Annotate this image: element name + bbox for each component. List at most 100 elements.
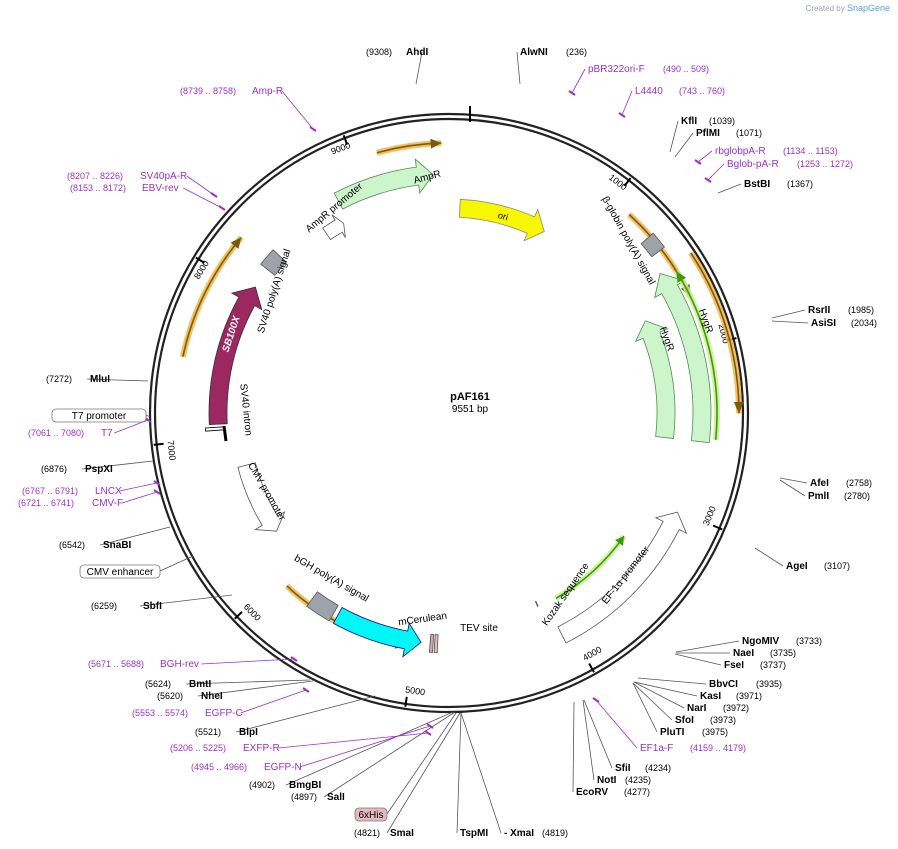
primer-egfpc[interactable]: EGFP-C (205, 708, 243, 719)
enzyme-pos-naei: (3735) (770, 648, 796, 658)
enzyme-pspxi[interactable]: PspXI (85, 464, 113, 475)
enzyme-xmai[interactable]: - XmaI (504, 828, 534, 839)
primer-lncx[interactable]: LNCX (95, 486, 122, 497)
enzyme-bmti[interactable]: BmtI (189, 679, 211, 690)
primer-sv40par[interactable]: SV40pA-R (140, 171, 187, 182)
enzyme-naei[interactable]: NaeI (733, 648, 754, 659)
primer-range-ebvrev: (8153 .. 8172) (70, 183, 126, 193)
enzyme-mlui[interactable]: MluI (90, 374, 110, 385)
primer-mark-pbr322orif (568, 90, 576, 96)
primer-ebvrev[interactable]: EBV-rev (142, 183, 179, 194)
enzyme-agei[interactable]: AgeI (786, 561, 808, 572)
tick-label-7000: 7000 (165, 440, 177, 461)
enzyme-pos-sbfi: (6259) (91, 601, 117, 611)
bgh-polya-box (306, 591, 339, 622)
enzyme-alwni[interactable]: AlwNI (520, 47, 548, 58)
primer-exfpr[interactable]: EXFP-R (243, 743, 280, 754)
hygr-inner-arrow (634, 320, 676, 439)
enzyme-sali[interactable]: SalI (327, 792, 345, 803)
primer-leader-ef1af (595, 699, 638, 749)
primer-l4440[interactable]: L4440 (635, 86, 663, 97)
primer-leader-egfpc (240, 689, 307, 714)
leader-sbfi (139, 594, 233, 607)
leader-blpi (235, 695, 376, 733)
enzyme-bbvci[interactable]: BbvCI (709, 679, 738, 690)
enzyme-bmgbi[interactable]: BmgBI (289, 780, 321, 791)
box-leader-6xhis (386, 712, 457, 815)
enzyme-pos-alwni: (236) (566, 47, 587, 57)
enzyme-noti[interactable]: NotI (597, 775, 617, 786)
tev-site-box (428, 633, 435, 653)
leader-xmai (460, 712, 502, 834)
sv40-polya-box (260, 249, 287, 276)
enzyme-ngomiv[interactable]: NgoMIV (742, 636, 780, 647)
enzyme-ecorv[interactable]: EcoRV (576, 787, 608, 798)
primer-ampr[interactable]: Amp-R (252, 86, 283, 97)
primer-range-pbr322orif: (490 .. 509) (663, 64, 709, 74)
leader-mlui (86, 378, 149, 382)
enzyme-pmli[interactable]: PmlI (808, 491, 829, 502)
box-6xhis[interactable] (354, 807, 388, 822)
enzyme-blpi[interactable]: BlpI (239, 727, 258, 738)
kozak-mark (534, 600, 539, 607)
enzyme-sfii[interactable]: SfiI (615, 763, 631, 774)
primer-mark-l4440 (618, 112, 626, 118)
enzyme-bstbi[interactable]: BstBI (744, 179, 770, 190)
primer-pbr322orif[interactable]: pBR322ori-F (588, 64, 645, 75)
primer-leader-ebvrev (183, 187, 223, 209)
sv40-intron-mark (222, 425, 228, 442)
ef1a-promoter-arrow (557, 511, 688, 644)
enzyme-labels: AhdI(9308)AlwNI(236)KflI(1039)PflMI(1071… (41, 47, 877, 839)
enzyme-pflmi[interactable]: PflMI (696, 128, 720, 139)
leader-tspmi (456, 712, 462, 834)
enzyme-ahdi[interactable]: AhdI (406, 47, 428, 58)
primer-mark-egfpc (302, 687, 310, 693)
box-t7promoter[interactable] (51, 408, 147, 423)
enzyme-pos-sfoi: (3973) (710, 715, 736, 725)
enzyme-nari[interactable]: NarI (687, 703, 707, 714)
leader-fsei (674, 653, 722, 666)
enzyme-pos-sali: (4897) (291, 792, 317, 802)
leader-rsrii (771, 309, 806, 319)
enzyme-fsei[interactable]: FseI (724, 660, 744, 671)
primer-egfpn[interactable]: EGFP-N (264, 762, 302, 773)
primer-cmvf[interactable]: CMV-F (92, 498, 123, 509)
hyg-orf-outer-head (733, 401, 744, 414)
enzyme-pos-ahdi: (9308) (366, 47, 392, 57)
primer-rbglobpar[interactable]: rbglobpA-R (715, 146, 766, 157)
enzyme-afei[interactable]: AfeI (810, 478, 829, 489)
enzyme-smai[interactable]: SmaI (390, 828, 414, 839)
enzyme-kfli[interactable]: KflI (681, 116, 697, 127)
primer-t7[interactable]: T7 (101, 428, 113, 439)
primer-mark-ampr (309, 126, 317, 132)
primer-ef1af[interactable]: EF1a-F (640, 743, 673, 754)
primer-bghrev[interactable]: BGH-rev (160, 659, 199, 670)
enzyme-pos-kasi: (3971) (736, 691, 762, 701)
enzyme-tspmi[interactable]: TspMI (460, 828, 488, 839)
enzyme-nhei[interactable]: NheI (201, 691, 223, 702)
mcerulean-label: mCerulean (398, 611, 448, 629)
enzyme-sfoi[interactable]: SfoI (675, 715, 694, 726)
primer-labels: pBR322ori-F(490 .. 509)L4440(743 .. 760)… (18, 64, 853, 822)
enzyme-pos-smai: (4821) (354, 828, 380, 838)
enzyme-pluti[interactable]: PluTI (660, 727, 685, 738)
enzyme-pos-rsrii: (1985) (848, 305, 874, 315)
enzyme-rsrii[interactable]: RsrII (808, 305, 830, 316)
enzyme-pos-fsei: (3737) (760, 660, 786, 670)
sb100x-arrow (208, 286, 263, 425)
leader-afei (779, 477, 808, 484)
enzyme-asisi[interactable]: AsiSI (811, 318, 836, 329)
primer-bglobpar[interactable]: Bglob-pA-R (727, 159, 779, 170)
snapgene-logo: SnapGene (846, 3, 890, 13)
hygr-green-orf-head (676, 271, 687, 283)
primer-range-sv40par: (8207 .. 8226) (67, 171, 123, 181)
enzyme-pos-pmli: (2780) (844, 491, 870, 501)
primer-leader-ampr (281, 90, 314, 130)
enzyme-sbfi[interactable]: SbfI (143, 601, 162, 612)
primer-range-egfpn: (4945 .. 4966) (191, 762, 247, 772)
box-cmvenhancer[interactable] (79, 564, 161, 579)
leader-bstbi (717, 183, 742, 194)
enzyme-snabi[interactable]: SnaBI (103, 540, 132, 551)
leader-ecorv (572, 701, 575, 793)
enzyme-kasi[interactable]: KasI (700, 691, 721, 702)
